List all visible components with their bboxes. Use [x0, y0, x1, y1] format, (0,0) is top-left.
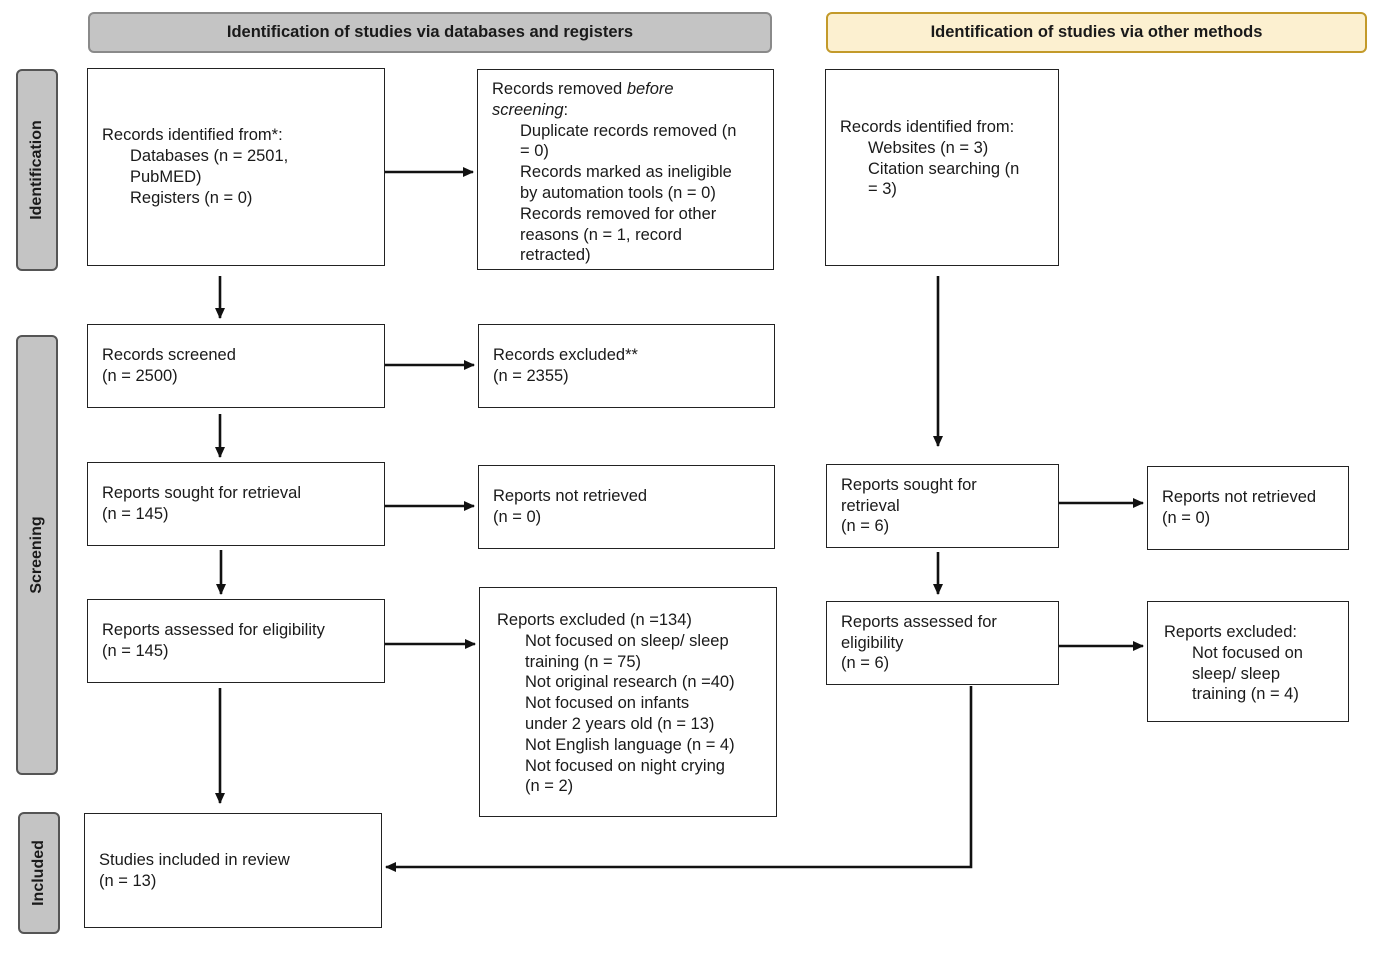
studies-included-count: (n = 13) — [99, 871, 157, 890]
reports-excluded-reason: Not English language (n = 4) — [525, 735, 735, 754]
records-removed-box: Records removed before screening: Duplic… — [477, 69, 774, 270]
records-identified-registers: Registers (n = 0) — [130, 188, 253, 207]
records-removed-item: retracted) — [520, 246, 591, 265]
records-identified-box: Records identified from*: Databases (n =… — [87, 68, 385, 266]
other-records-citation-cont: = 3) — [868, 180, 897, 199]
reports-excluded-title: Reports excluded (n =134) — [497, 611, 692, 629]
records-identified-title: Records identified from*: — [102, 126, 283, 145]
records-screened-title: Records screened — [102, 346, 236, 365]
records-removed-title-italic-2: screening — [492, 100, 564, 119]
other-records-websites: Websites (n = 3) — [868, 138, 989, 157]
other-methods-header-label: Identification of studies via other meth… — [930, 23, 1263, 41]
phase-screening: Screening — [16, 335, 58, 775]
other-reports-excluded-reason: sleep/ sleep — [1192, 664, 1281, 683]
other-reports-excluded-title: Reports excluded: — [1164, 623, 1297, 641]
other-methods-header: Identification of studies via other meth… — [826, 12, 1367, 53]
other-reports-assessed-count: (n = 6) — [841, 654, 890, 673]
reports-not-retrieved-title: Reports not retrieved — [493, 487, 648, 506]
other-reports-assessed-title: Reports assessed for — [841, 612, 997, 631]
reports-excluded-reason: under 2 years old (n = 13) — [525, 714, 715, 733]
reports-sought-box: Reports sought for retrieval (n = 145) — [87, 462, 385, 546]
reports-not-retrieved-box: Reports not retrieved (n = 0) — [478, 465, 775, 549]
other-reports-not-retrieved-title: Reports not retrieved — [1162, 488, 1317, 507]
phase-included: Included — [18, 812, 60, 934]
records-removed-title-text: Records removed — [492, 80, 627, 98]
reports-excluded-reason: Not focused on infants — [525, 694, 690, 713]
studies-included-title: Studies included in review — [99, 850, 290, 869]
reports-sought-count: (n = 145) — [102, 505, 169, 523]
phase-identification: Identification — [16, 69, 58, 271]
other-reports-sought-box: Reports sought for retrieval (n = 6) — [826, 464, 1059, 548]
other-reports-excluded-box: Reports excluded: Not focused on sleep/ … — [1147, 601, 1349, 722]
other-reports-assessed-title-cont: eligibility — [841, 633, 904, 652]
reports-excluded-box: Reports excluded (n =134) Not focused on… — [479, 587, 777, 817]
reports-excluded-reason: Not original research (n =40) — [525, 673, 735, 692]
records-screened-count: (n = 2500) — [102, 367, 178, 385]
phase-screening-label: Screening — [28, 516, 45, 594]
phase-included-label: Included — [30, 840, 47, 906]
records-removed-item: Duplicate records removed (n — [520, 121, 737, 140]
records-excluded-count: (n = 2355) — [493, 367, 569, 385]
records-removed-item: Records marked as ineligible — [520, 163, 732, 182]
records-excluded-title: Records excluded** — [493, 346, 638, 365]
reports-excluded-reason: Not focused on sleep/ sleep — [525, 631, 729, 650]
records-identified-databases-cont: PubMED) — [130, 168, 202, 186]
other-reports-sought-count: (n = 6) — [841, 517, 890, 536]
other-reports-excluded-reason: training (n = 4) — [1192, 685, 1299, 704]
reports-assessed-count: (n = 145) — [102, 642, 169, 660]
reports-excluded-reason: training (n = 75) — [525, 652, 642, 671]
records-removed-item: reasons (n = 1, record — [520, 225, 682, 244]
records-removed-title-italic: before — [626, 80, 674, 98]
other-reports-not-retrieved-count: (n = 0) — [1162, 509, 1211, 527]
reports-sought-title: Reports sought for retrieval — [102, 484, 302, 503]
records-removed-item: by automation tools (n = 0) — [520, 183, 716, 202]
records-identified-databases: Databases (n = 2501, — [130, 147, 289, 166]
other-reports-assessed-box: Reports assessed for eligibility (n = 6) — [826, 601, 1059, 685]
databases-header: Identification of studies via databases … — [88, 12, 772, 53]
records-excluded-box: Records excluded** (n = 2355) — [478, 324, 775, 408]
records-removed-title: Records removed before — [492, 79, 759, 100]
reports-excluded-reason: (n = 2) — [525, 777, 574, 796]
reports-excluded-reason: Not focused on night crying — [525, 756, 725, 775]
studies-included-box: Studies included in review (n = 13) — [84, 813, 382, 928]
reports-assessed-title: Reports assessed for eligibility — [102, 621, 325, 640]
reports-not-retrieved-count: (n = 0) — [493, 508, 542, 526]
reports-assessed-box: Reports assessed for eligibility (n = 14… — [87, 599, 385, 683]
records-screened-box: Records screened (n = 2500) — [87, 324, 385, 408]
phase-identification-label: Identification — [28, 120, 45, 220]
records-removed-item: Records removed for other — [520, 204, 717, 223]
other-records-identified-box: Records identified from: Websites (n = 3… — [825, 69, 1059, 266]
other-reports-sought-title: Reports sought for — [841, 475, 977, 494]
records-removed-title-cont: screening: — [492, 100, 759, 121]
other-reports-excluded-reason: Not focused on — [1192, 643, 1303, 662]
records-removed-title-colon: : — [563, 100, 569, 119]
other-records-citation: Citation searching (n — [868, 159, 1020, 178]
records-removed-item: = 0) — [520, 142, 549, 161]
other-reports-not-retrieved-box: Reports not retrieved (n = 0) — [1147, 466, 1349, 550]
databases-header-label: Identification of studies via databases … — [226, 23, 634, 41]
other-records-identified-title: Records identified from: — [840, 118, 1015, 136]
other-reports-sought-title-cont: retrieval — [841, 496, 900, 515]
